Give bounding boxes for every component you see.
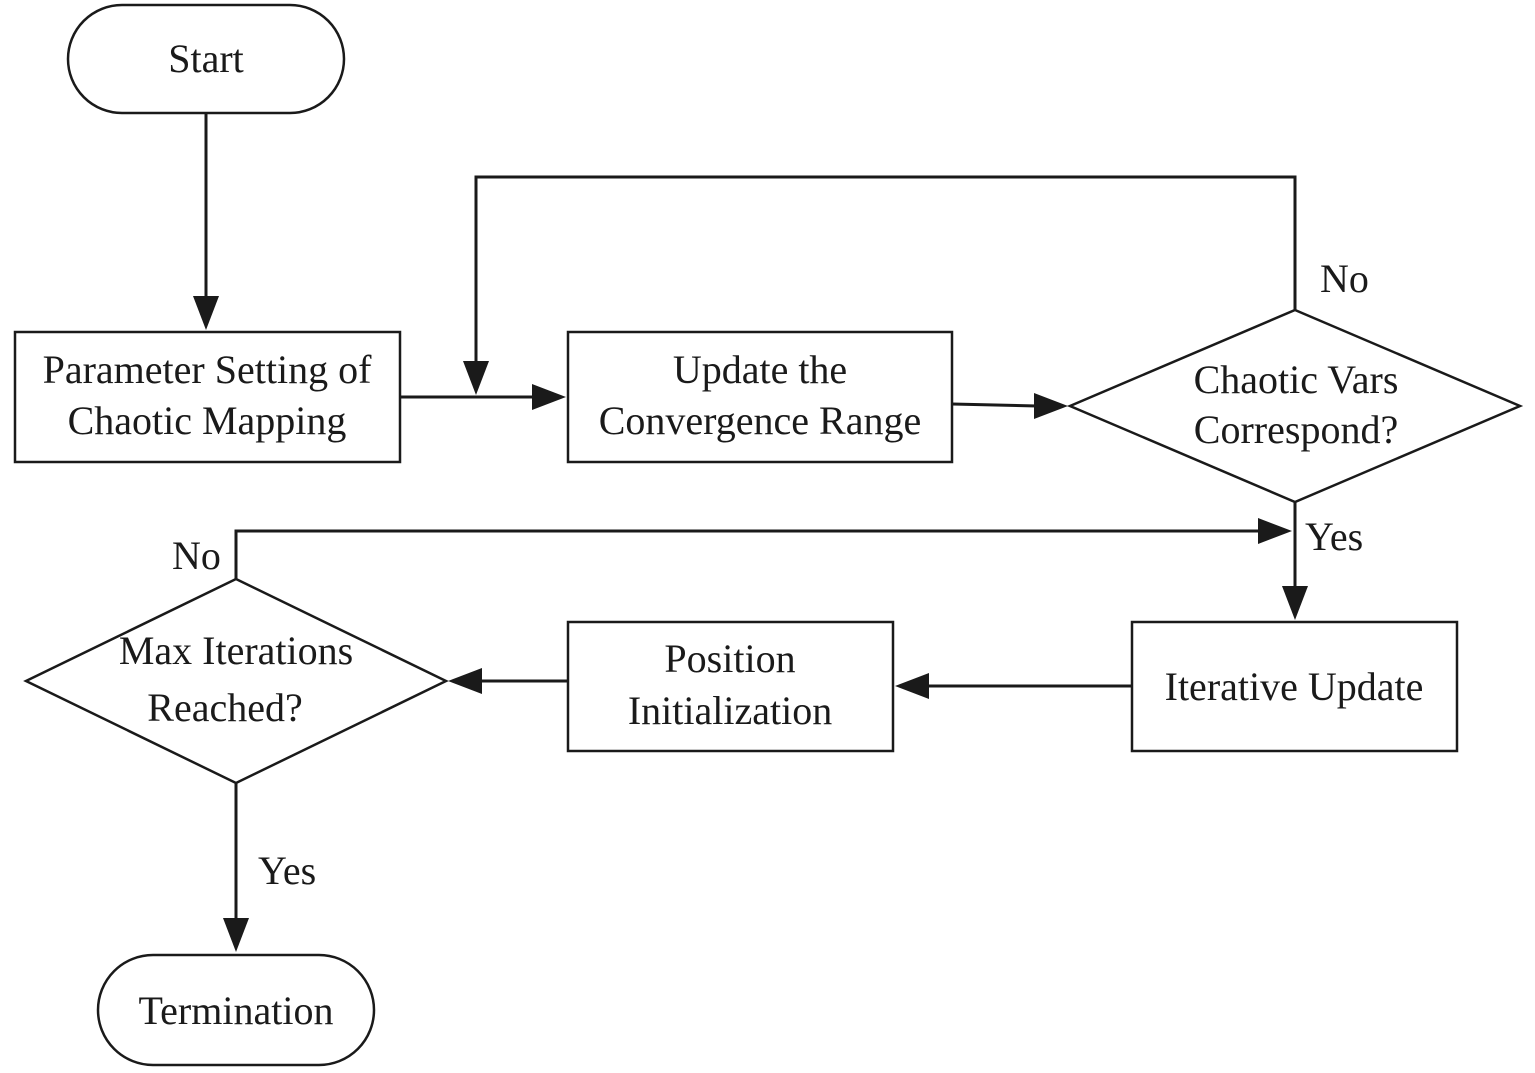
max-iterations-label-line2: Reached?: [147, 685, 302, 730]
chaotic-vars-decision: Chaotic Vars Correspond?: [1066, 308, 1524, 504]
position-initialization-box: Position Initialization: [566, 620, 895, 753]
position-initialization-label-line1: Position: [664, 636, 795, 681]
position-initialization-label-line2: Initialization: [628, 688, 832, 733]
edge-label-max-yes: Yes: [258, 848, 316, 893]
termination-node: Termination: [96, 953, 376, 1067]
max-iterations-label-line1: Max Iterations: [119, 628, 353, 673]
max-iterations-decision: Max Iterations Reached?: [23, 577, 449, 785]
arrow-position-to-decision: [448, 668, 568, 694]
arrow-start-to-parameter: [193, 113, 219, 330]
arrow-parameter-to-update: [400, 384, 566, 410]
update-convergence-label-line2: Convergence Range: [599, 398, 921, 443]
arrow-chaotic-no-loop: [463, 175, 1297, 395]
chaotic-vars-label-line1: Chaotic Vars: [1194, 357, 1399, 402]
arrow-max-no-loop: [234, 518, 1292, 579]
iterative-update-label: Iterative Update: [1165, 664, 1424, 709]
parameter-setting-label-line2: Chaotic Mapping: [68, 398, 347, 443]
arrow-chaotic-yes: [1282, 502, 1308, 620]
arrow-max-yes: [223, 783, 249, 952]
chaotic-vars-label-line2: Correspond?: [1194, 407, 1398, 452]
start-node: Start: [66, 3, 346, 115]
edge-label-max-no: No: [172, 533, 221, 578]
edge-label-chaotic-yes: Yes: [1305, 514, 1363, 559]
update-convergence-box: Update the Convergence Range: [566, 330, 954, 464]
parameter-setting-label-line1: Parameter Setting of: [43, 347, 372, 392]
arrow-iterative-to-position: [895, 673, 1132, 699]
termination-label: Termination: [139, 988, 334, 1033]
iterative-update-box: Iterative Update: [1130, 620, 1459, 753]
edge-label-chaotic-no: No: [1320, 256, 1369, 301]
update-convergence-label-line1: Update the: [673, 347, 847, 392]
arrow-update-to-decision: [951, 393, 1068, 419]
parameter-setting-box: Parameter Setting of Chaotic Mapping: [13, 330, 402, 464]
start-label: Start: [168, 36, 244, 81]
